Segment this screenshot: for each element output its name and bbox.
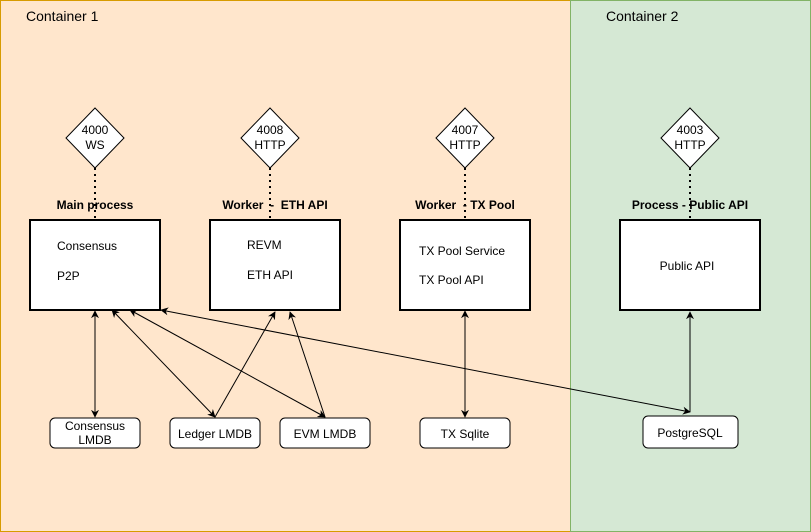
port-4007-number: 4007 — [452, 123, 479, 137]
port-4007-protocol: HTTP — [449, 138, 480, 152]
worker-eth-api-line-eth-api: ETH API — [247, 268, 293, 282]
main-process-title: Main process — [57, 198, 134, 212]
process-public-api-line-public-api: Public API — [660, 259, 715, 273]
port-connectors — [94, 168, 691, 220]
port-4003-diamond: 4003 HTTP — [660, 107, 720, 169]
worker-eth-api-box: REVM ETH API — [209, 219, 341, 311]
consensus-lmdb-line-1: Consensus — [65, 419, 125, 433]
worker-tx-pool-line-api: TX Pool API — [419, 273, 484, 287]
port-4000-protocol: WS — [85, 138, 104, 152]
arrow-eth-evm-lmdb — [288, 311, 326, 418]
worker-tx-pool-title: Worker - TX Pool — [415, 198, 515, 212]
evm-lmdb-label: EVM LMDB — [294, 427, 357, 441]
worker-eth-api-line-revm: REVM — [247, 238, 282, 252]
tx-sqlite-label: TX Sqlite — [441, 427, 490, 441]
main-process-line-p2p: P2P — [57, 269, 80, 283]
port-4008-number: 4008 — [257, 123, 284, 137]
postgresql-box: PostgreSQL — [642, 415, 739, 449]
main-process-box: Consensus P2P — [29, 219, 161, 311]
evm-lmdb-box: EVM LMDB — [279, 417, 371, 449]
container-2-title: Container 2 — [606, 8, 679, 24]
postgresql-label: PostgreSQL — [657, 426, 723, 440]
port-4008-protocol: HTTP — [254, 138, 285, 152]
main-process-line-consensus: Consensus — [57, 239, 117, 253]
worker-tx-pool-line-service: TX Pool Service — [419, 244, 505, 258]
port-4003-protocol: HTTP — [674, 138, 705, 152]
ledger-lmdb-label: Ledger LMDB — [178, 427, 252, 441]
container-1-title: Container 1 — [26, 8, 99, 24]
port-4000-number: 4000 — [82, 123, 109, 137]
consensus-lmdb-line-2: LMDB — [78, 433, 111, 447]
worker-eth-api-title: Worker - ETH API — [222, 198, 327, 212]
ledger-lmdb-box: Ledger LMDB — [169, 417, 261, 449]
port-4003-number: 4003 — [677, 123, 704, 137]
arrow-eth-ledger-lmdb — [214, 311, 276, 418]
worker-tx-pool-box: TX Pool Service TX Pool API — [399, 219, 531, 311]
arrow-main-postgresql — [160, 307, 691, 415]
process-public-api-title: Process - Public API — [632, 198, 748, 212]
consensus-lmdb-box: Consensus LMDB — [49, 417, 141, 449]
tx-sqlite-box: TX Sqlite — [419, 417, 511, 449]
process-public-api-box: Public API — [619, 219, 761, 311]
port-4000-diamond: 4000 WS — [65, 107, 125, 169]
connections — [91, 307, 694, 418]
